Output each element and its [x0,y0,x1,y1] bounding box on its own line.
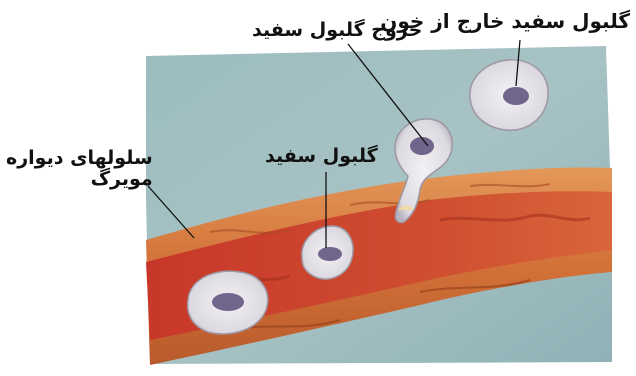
label-wbc-exit: خروج گلبول سفید [252,20,422,41]
label-wall-line1: سلولهای دیواره [6,148,153,169]
wbc-in-lumen-left [188,271,268,334]
label-wall-line2: مویرگ [6,169,153,190]
label-wbc: گلبول سفید [265,146,378,167]
wbc-outside-blood [470,60,548,130]
label-capillary-wall-cells: سلولهای دیواره مویرگ [6,148,153,190]
